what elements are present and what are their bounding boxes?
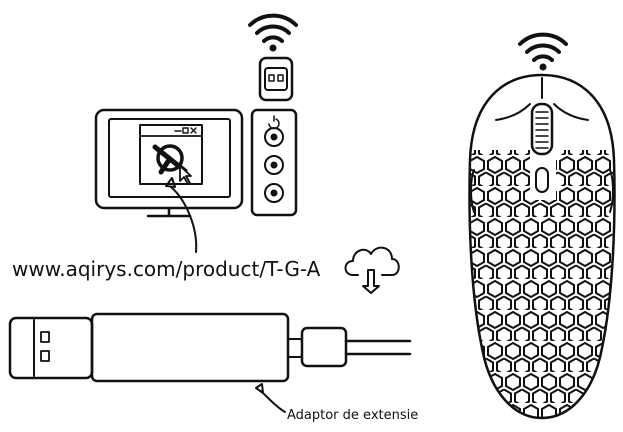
app-window xyxy=(139,124,203,185)
adapter-body xyxy=(90,312,290,383)
adapter-cable xyxy=(287,326,412,368)
usb-receiver xyxy=(258,56,294,102)
url-pointer-line xyxy=(165,177,198,253)
pc-tower xyxy=(250,108,298,217)
mouse-wifi-icon xyxy=(518,32,568,71)
cursor-icon xyxy=(179,165,192,185)
receiver-wifi-icon xyxy=(248,13,298,52)
cloud-download-icon xyxy=(344,246,400,294)
monitor xyxy=(94,108,244,218)
mouse-honeycomb-shell xyxy=(470,150,615,418)
adapter-pointer-line xyxy=(255,383,286,413)
adapter-dongle xyxy=(8,316,94,380)
adapter-label: Adaptor de extensie xyxy=(287,408,418,423)
product-url: www.aqirys.com/product/T-G-A xyxy=(12,257,321,281)
